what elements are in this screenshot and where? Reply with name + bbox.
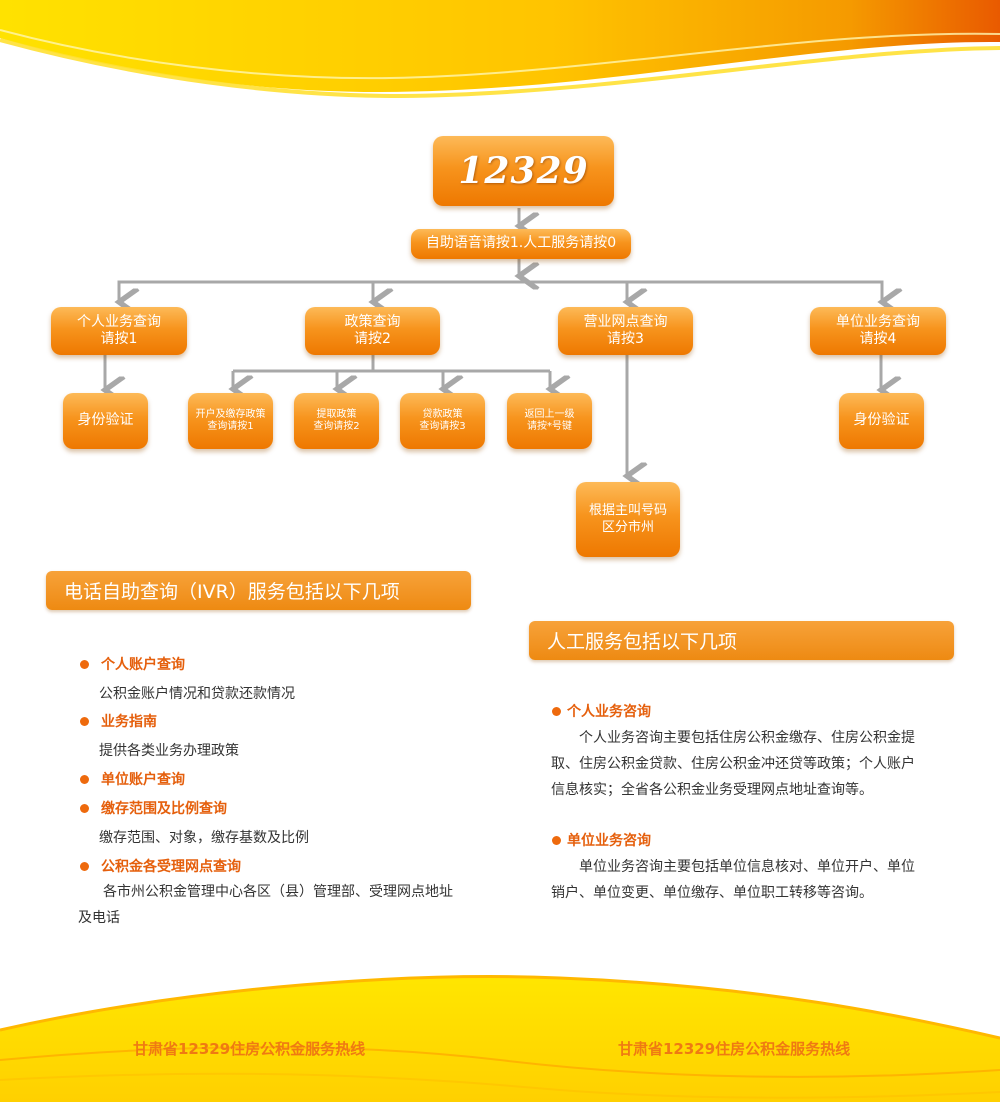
manual-section-title: 人工服务包括以下几项 [529, 621, 954, 660]
node-line: 政策查询 [344, 313, 401, 330]
menu-node: 自助语音请按1.人工服务请按0 [411, 229, 631, 259]
hotline-number: 12329 [458, 149, 589, 192]
item-title: 单位账户查询 [101, 772, 185, 788]
bullet-icon [80, 861, 89, 871]
node-line: 提取政策 [316, 408, 357, 420]
node-line: 区分市州 [601, 519, 654, 535]
hotline-root-node: 12329 [433, 136, 614, 206]
desc-line: 各市州公积金管理中心各区（县）管理部、受理网点地址 [103, 884, 453, 900]
unit-business-node: 单位业务查询 请按4 [810, 307, 946, 355]
footer-hotline-left: 甘肃省12329住房公积金服务热线 [133, 1040, 366, 1058]
desc-line: 信息核实；全省各公积金业务受理网点地址查询等。 [551, 782, 873, 798]
desc-line: 取、住房公积金贷款、住房公积金冲还贷等政策；个人账户 [551, 756, 915, 772]
branch-query-node: 营业网点查询 请按3 [558, 307, 693, 355]
node-line: 个人业务查询 [77, 313, 161, 330]
flowchart-connectors [105, 208, 882, 476]
node-line: 请按1 [100, 331, 138, 347]
item-title: 个人账户查询 [101, 657, 185, 673]
item-desc: 提供各类业务办理政策 [99, 743, 239, 759]
manual-title-text: 人工服务包括以下几项 [547, 631, 738, 653]
policy-open-deposit-node: 开户及缴存政策 查询请按1 [188, 393, 273, 449]
item-desc: 公积金账户情况和贷款还款情况 [99, 686, 295, 702]
node-line: 营业网点查询 [583, 313, 668, 330]
node-line: 请按2 [354, 331, 391, 347]
node-line: 查询请按2 [313, 421, 360, 432]
list-item: 单位业务咨询 [552, 830, 651, 850]
node-line: 身份验证 [77, 412, 134, 429]
list-item: 个人账户查询 [80, 654, 185, 674]
node-line: 根据主叫号码 [588, 503, 667, 519]
list-item: 公积金各受理网点查询 [80, 856, 241, 876]
bullet-icon [80, 774, 89, 784]
bullet-icon [80, 716, 89, 726]
node-line: 返回上一级 [524, 408, 575, 420]
desc-line: 及电话 [78, 910, 120, 926]
bullet-icon [80, 803, 89, 813]
item-title: 个人业务咨询 [567, 704, 651, 720]
unit-id-verify-node: 身份验证 [839, 393, 924, 449]
list-item: 个人业务咨询 [552, 701, 651, 721]
desc-line: 个人业务咨询主要包括住房公积金缴存、住房公积金提 [579, 730, 915, 746]
node-line: 请按3 [607, 331, 644, 347]
node-line: 单位业务查询 [836, 313, 920, 330]
desc-line: 销户、单位变更、单位缴存、单位职工转移等咨询。 [551, 885, 873, 901]
node-line: 开户及缴存政策 [195, 408, 266, 420]
node-line: 请按4 [859, 331, 897, 347]
ivr-section-title: 电话自助查询（IVR）服务包括以下几项 [46, 571, 471, 610]
policy-query-node: 政策查询 请按2 [305, 307, 440, 355]
node-line: 查询请按1 [207, 421, 254, 432]
desc-line: 单位业务咨询主要包括单位信息核对、单位开户、单位 [579, 859, 915, 875]
node-line: 请按*号键 [527, 421, 572, 432]
item-title: 缴存范围及比例查询 [101, 801, 227, 817]
footer-hotline-right: 甘肃省12329住房公积金服务热线 [618, 1040, 851, 1058]
policy-return-node: 返回上一级 请按*号键 [507, 393, 592, 449]
item-desc: 个人业务咨询主要包括住房公积金缴存、住房公积金提 取、住房公积金贷款、住房公积金… [551, 725, 915, 803]
personal-id-verify-node: 身份验证 [63, 393, 148, 449]
node-line: 查询请按3 [419, 421, 466, 432]
item-title: 公积金各受理网点查询 [101, 859, 241, 875]
ivr-title-text: 电话自助查询（IVR）服务包括以下几项 [64, 581, 400, 603]
item-title: 单位业务咨询 [567, 833, 651, 849]
policy-loan-node: 贷款政策 查询请按3 [400, 393, 485, 449]
item-desc: 缴存范围、对象，缴存基数及比例 [99, 830, 309, 846]
branch-region-node: 根据主叫号码 区分市州 [576, 482, 680, 557]
list-item: 单位账户查询 [80, 769, 185, 789]
bullet-icon [80, 659, 89, 669]
item-desc: 单位业务咨询主要包括单位信息核对、单位开户、单位 销户、单位变更、单位缴存、单位… [551, 854, 915, 906]
menu-text: 自助语音请按1.人工服务请按0 [425, 235, 617, 252]
list-item: 缴存范围及比例查询 [80, 798, 227, 818]
personal-business-node: 个人业务查询 请按1 [51, 307, 187, 355]
bullet-icon [552, 706, 561, 716]
item-desc: 各市州公积金管理中心各区（县）管理部、受理网点地址 及电话 [78, 879, 453, 931]
node-line: 贷款政策 [422, 408, 463, 420]
item-title: 业务指南 [101, 714, 157, 730]
bullet-icon [552, 835, 561, 845]
list-item: 业务指南 [80, 711, 157, 731]
policy-withdraw-node: 提取政策 查询请按2 [294, 393, 379, 449]
node-line: 身份验证 [853, 412, 910, 429]
